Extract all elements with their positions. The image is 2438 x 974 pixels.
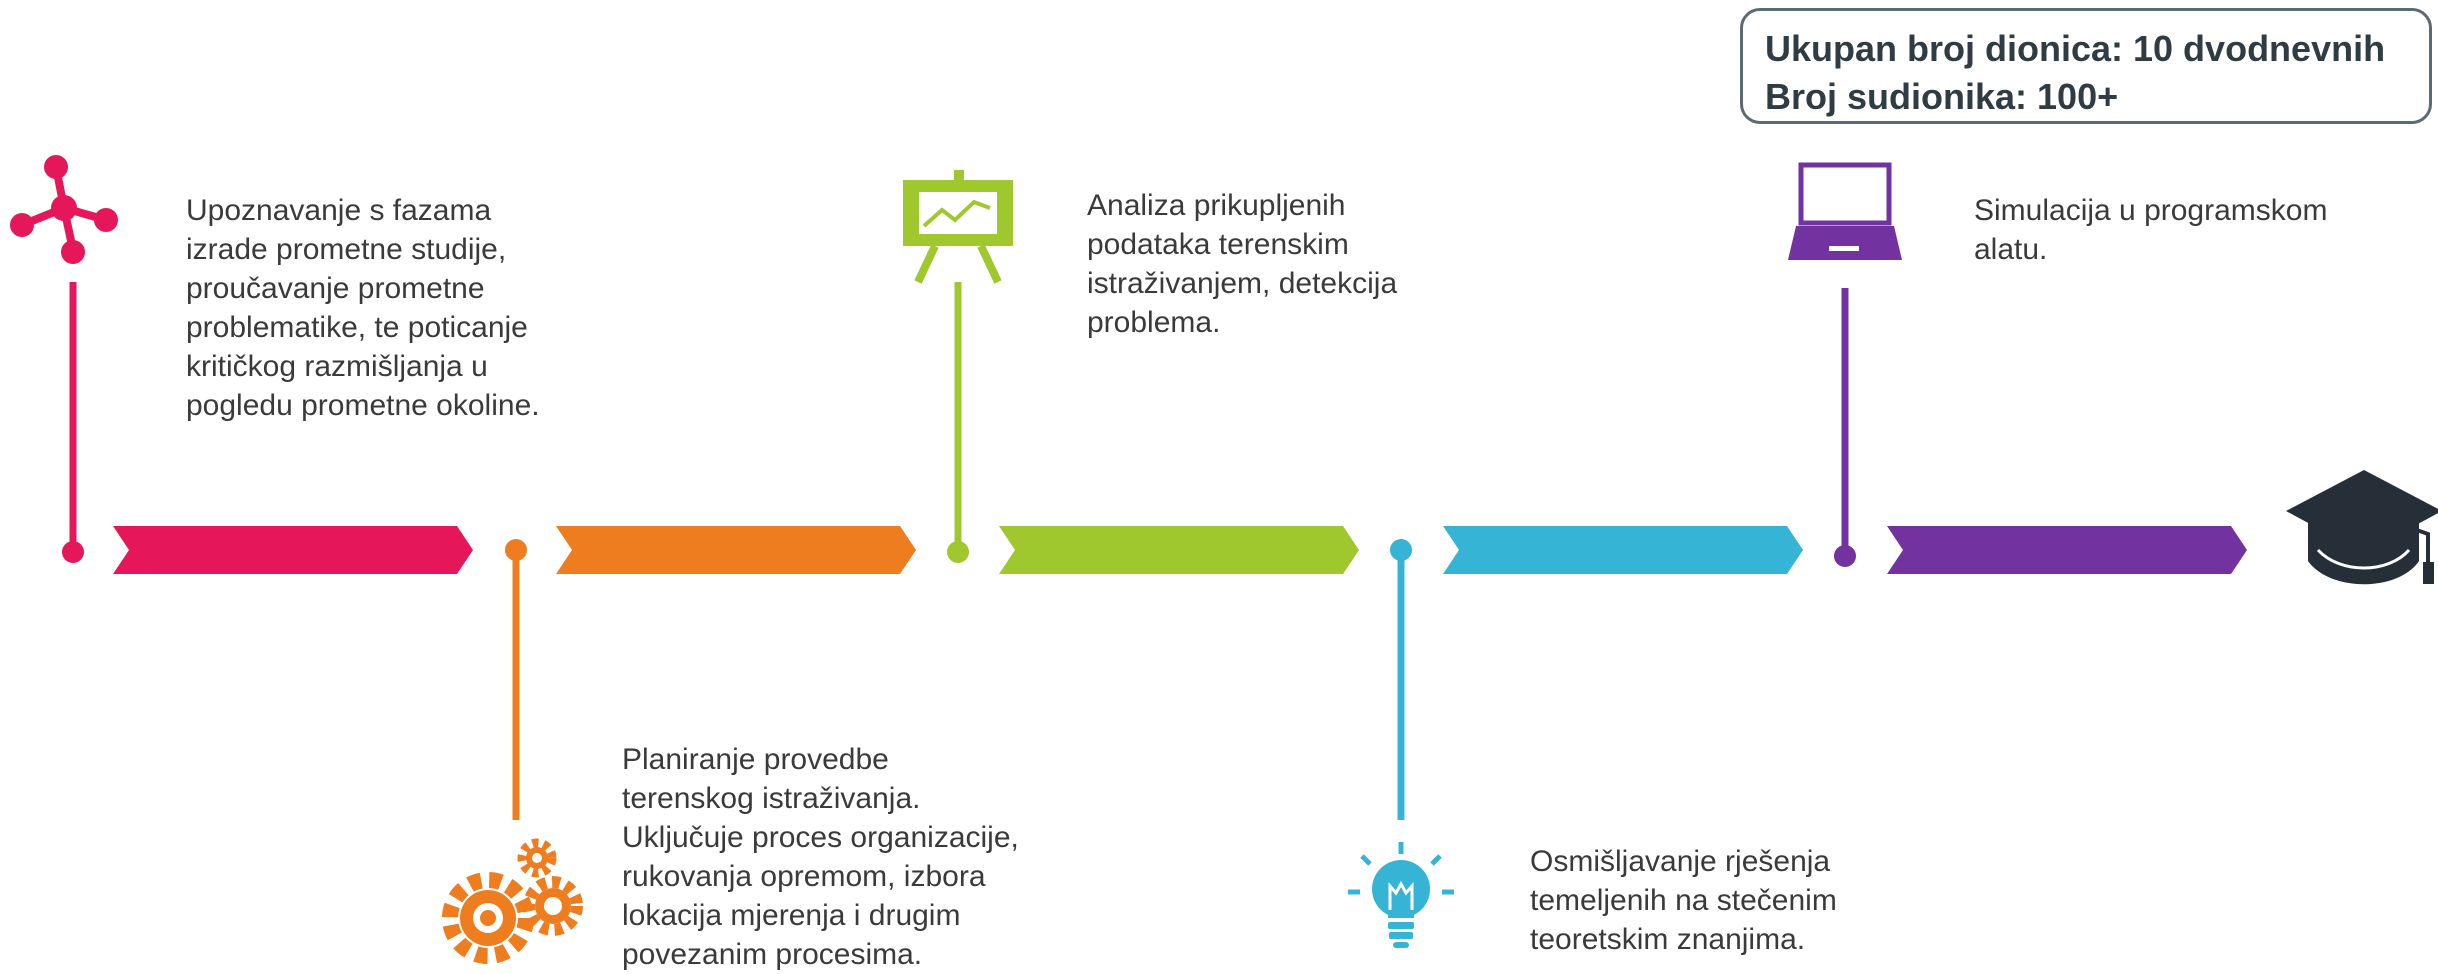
network-icon <box>10 155 118 264</box>
timeline-arrow-2 <box>556 526 916 574</box>
presentation-board-icon <box>903 170 1013 284</box>
connector-3 <box>947 282 969 563</box>
timeline-arrow-3 <box>999 526 1359 574</box>
step-3-description: Analiza prikupljenih podataka terenskim … <box>1087 189 1398 339</box>
connector-5 <box>1834 288 1856 567</box>
step-5-description: Simulacija u programskom alatu. <box>1974 194 2328 266</box>
graduation-cap-icon <box>2286 470 2438 585</box>
step-4-description: Osmišljavanje rješenja temeljenih na ste… <box>1530 845 1837 956</box>
lightbulb-icon <box>1348 842 1454 948</box>
timeline-arrow-1 <box>113 526 473 574</box>
gears-icon <box>442 838 583 964</box>
step-1-description: Upoznavanje s fazama izrade prometne stu… <box>186 194 540 422</box>
summary-sections: Ukupan broj dionica: 10 dvodnevnih <box>1765 28 2386 69</box>
connector-1 <box>62 282 84 563</box>
summary-box: Ukupan broj dionica: 10 dvodnevnih Broj … <box>1740 8 2432 124</box>
summary-participants: Broj sudionika: 100+ <box>1765 76 2119 117</box>
timeline-arrow-5 <box>1887 526 2247 574</box>
connector-4 <box>1390 539 1412 820</box>
step-2-description: Planiranje provedbe terenskog istraživan… <box>622 743 1019 971</box>
connector-2 <box>505 539 527 820</box>
laptop-icon <box>1788 162 1902 260</box>
timeline-arrow-4 <box>1443 526 1803 574</box>
